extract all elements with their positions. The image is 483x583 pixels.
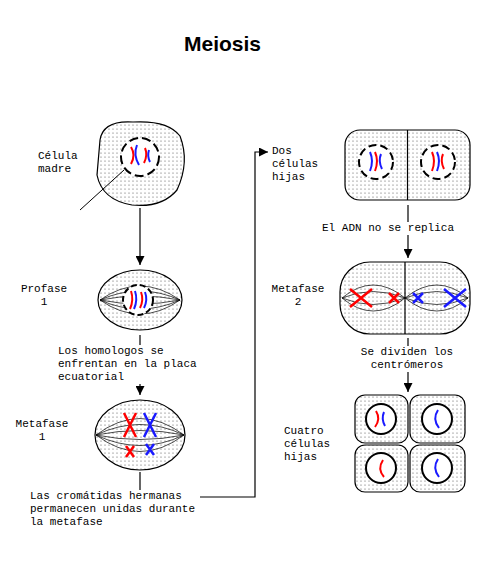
cell-division-line <box>407 130 408 200</box>
chromosome <box>124 413 136 437</box>
cell-membrane <box>97 122 184 206</box>
cell-membrane <box>410 445 465 492</box>
chromosome <box>130 291 132 309</box>
prophase-cell <box>98 270 182 330</box>
chromosome <box>444 289 466 307</box>
nucleus <box>366 404 396 434</box>
chromosome <box>135 145 139 165</box>
spindle-fibres <box>342 285 468 311</box>
chromosome <box>442 154 444 169</box>
stage-label: Célula madre <box>38 150 86 176</box>
cell-stage: Metafase 1 <box>10 395 190 472</box>
cell-membrane <box>340 262 470 334</box>
chromosome <box>432 152 434 171</box>
cell-stage: Cuatro células hijas <box>280 392 470 495</box>
cell-stage: Metafase 2 <box>265 258 475 338</box>
mother-cell <box>80 122 184 210</box>
cell-membrane <box>98 270 182 330</box>
chromosome <box>437 152 439 171</box>
chromosome <box>383 412 385 426</box>
chromosome <box>146 444 154 455</box>
nucleus <box>123 285 153 315</box>
chromosome <box>380 460 384 477</box>
chromosome <box>131 147 134 164</box>
chromosome <box>375 411 378 427</box>
nucleus <box>421 145 455 179</box>
cell-membrane <box>410 395 465 443</box>
spindle-fibres <box>96 419 184 452</box>
chromosome <box>435 459 439 477</box>
step-note: El ADN no se replica <box>322 222 472 235</box>
chromosome <box>126 446 134 457</box>
chromosome <box>134 291 136 309</box>
two-daughter-cells <box>345 130 470 200</box>
stage-label: Metafase 1 <box>12 418 72 444</box>
chromosome <box>144 292 146 308</box>
cell-membrane <box>355 395 408 443</box>
metaphase2-cells <box>340 262 470 334</box>
chromosome <box>435 410 439 428</box>
step-note: Se dividen los centrómeros <box>352 346 462 372</box>
chromosome <box>140 292 142 308</box>
chromosome <box>389 293 399 303</box>
leader-line <box>80 170 124 210</box>
step-note: Los homologos se enfrentan en la placa e… <box>58 345 200 384</box>
chromosome <box>375 152 377 171</box>
stage-label: Cuatro células hijas <box>284 425 340 464</box>
chromosome <box>350 289 372 307</box>
stage-arrow <box>140 152 268 497</box>
stage-label: Metafase 2 <box>268 283 328 309</box>
stage-arrow <box>139 208 140 265</box>
spindle-fibres <box>100 286 180 314</box>
nucleus <box>366 453 396 483</box>
nucleus <box>422 404 452 434</box>
chromosome <box>413 293 423 303</box>
nucleus <box>121 138 159 176</box>
stage-label: Profase 1 <box>18 283 70 309</box>
stage-label: Dos células hijas <box>272 145 328 184</box>
chromosome <box>148 150 150 162</box>
cell-membrane <box>355 445 408 492</box>
cell-stage: Célula madre <box>30 120 185 208</box>
nucleus <box>359 145 393 179</box>
chromosome <box>144 148 146 163</box>
nucleus <box>422 453 452 483</box>
metaphase1-cell <box>95 400 185 470</box>
chromosome <box>380 154 382 169</box>
cell-stage: Dos células hijas <box>268 125 472 205</box>
diagram-title: Meiosis <box>130 32 315 56</box>
chromosome <box>144 413 156 437</box>
cell-stage: Profase 1 <box>15 265 185 335</box>
cell-membrane <box>95 400 185 470</box>
four-daughter-cells <box>355 395 465 492</box>
step-note: Las cromátidas hermanas permanecen unida… <box>30 490 200 529</box>
cell-membrane <box>345 130 470 200</box>
chromosome <box>370 152 372 171</box>
